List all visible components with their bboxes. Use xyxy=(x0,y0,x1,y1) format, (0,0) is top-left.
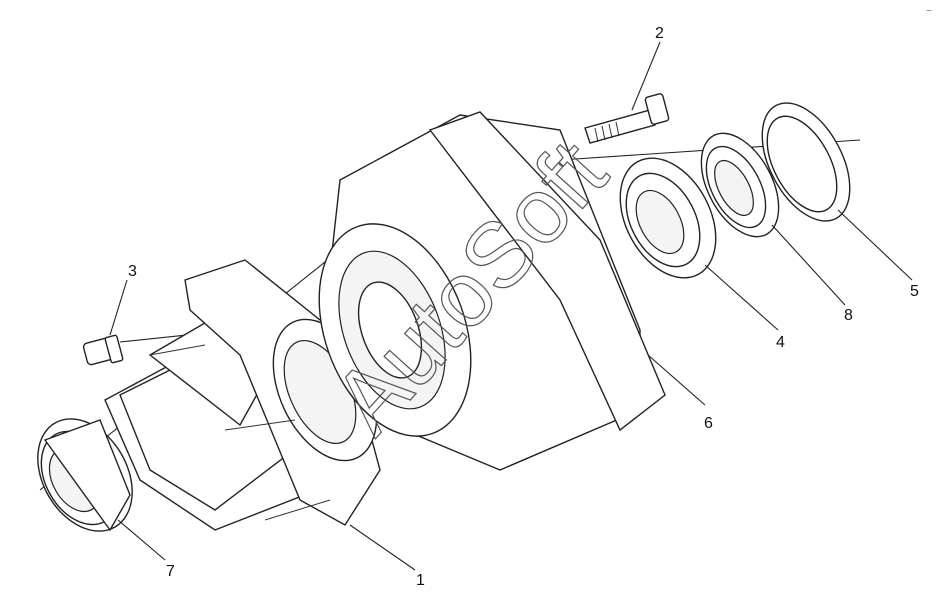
callout-3: 3 xyxy=(128,263,137,280)
corner-mark: ~ xyxy=(926,6,932,17)
callouts: 1 2 3 4 5 6 7 8 xyxy=(128,25,919,589)
callout-4: 4 xyxy=(776,334,785,351)
leader-1 xyxy=(349,524,416,571)
part-3-plug xyxy=(82,334,124,366)
leader-3 xyxy=(109,279,128,336)
part-5-seal-ring xyxy=(761,102,851,222)
part-4-bearing xyxy=(619,157,717,279)
callout-5: 5 xyxy=(910,283,919,300)
callout-1: 1 xyxy=(416,572,425,589)
leader-6 xyxy=(647,354,706,406)
part-6-drum xyxy=(318,111,666,471)
callout-8: 8 xyxy=(844,307,853,324)
leader-2 xyxy=(631,41,661,111)
part-7-bearing xyxy=(37,418,133,532)
callout-6: 6 xyxy=(704,415,713,432)
callout-7: 7 xyxy=(166,563,175,580)
leader-8 xyxy=(771,224,846,306)
leader-5 xyxy=(837,209,913,281)
part-8-seal xyxy=(700,132,780,238)
leader-lines xyxy=(109,41,913,571)
leader-7 xyxy=(117,519,166,561)
part-2-bolt xyxy=(584,93,670,144)
leader-4 xyxy=(704,264,779,331)
callout-2: 2 xyxy=(655,25,664,42)
